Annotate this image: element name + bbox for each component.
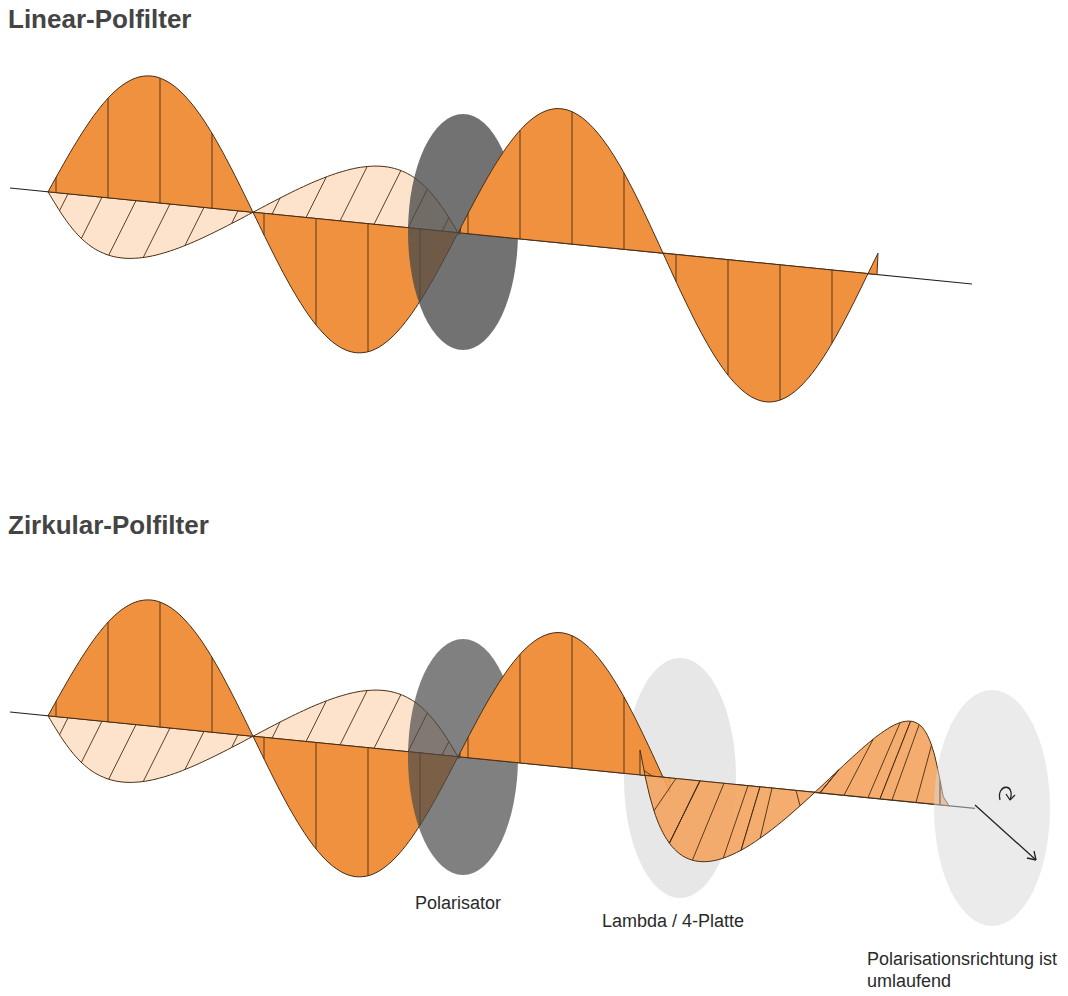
hatch-line: [624, 173, 625, 249]
hatch-line: [185, 207, 204, 245]
hatch-line: [264, 213, 265, 235]
hatch-line: [272, 722, 280, 738]
hatch-line: [264, 737, 265, 759]
hatch-line: [306, 701, 326, 742]
hatch-line: [832, 270, 833, 343]
hatch-line: [780, 265, 781, 400]
hatch-line: [160, 78, 161, 203]
section-heading: Zirkular-Polfilter: [8, 510, 209, 541]
hatch-line: [468, 213, 469, 233]
hatch-line: [368, 224, 369, 352]
hatch-line: [272, 198, 280, 214]
hatch-line: [572, 636, 573, 768]
section-heading: Linear-Polfilter: [8, 4, 191, 35]
rotating-wave: [880, 721, 940, 805]
hatch-line: [728, 260, 729, 375]
hatch-line: [692, 783, 724, 860]
hatch-line: [81, 721, 102, 762]
hatch-line: [60, 194, 68, 211]
vertical-wave-component: [48, 600, 460, 877]
hatch-line: [316, 219, 317, 325]
hatch-line: [374, 695, 401, 749]
hatch-line: [760, 788, 772, 838]
hatch-line: [340, 167, 367, 221]
hatch-line: [143, 204, 170, 258]
hatch-line: [109, 201, 136, 256]
hatch-line: [374, 171, 401, 225]
polarisation-vector: [975, 805, 1036, 860]
hatch-line: [520, 654, 521, 763]
rotating-wave: [669, 781, 760, 862]
wave-layer: [10, 76, 975, 877]
hatch-line: [572, 112, 573, 244]
hatch-line: [232, 735, 238, 748]
hatch-line: [56, 177, 57, 192]
hatch-line: [108, 622, 109, 722]
hatch-line: [316, 743, 317, 849]
hatch-line: [60, 718, 68, 735]
hatch-line: [820, 770, 839, 793]
hatch-line: [81, 197, 102, 238]
hatch-line: [644, 770, 652, 776]
hatch-line: [520, 130, 521, 239]
hatch-line: [916, 745, 932, 802]
hatch-line: [796, 790, 800, 805]
hatch-line: [56, 701, 57, 716]
hatch-line: [340, 691, 367, 745]
hatch-line: [232, 211, 238, 224]
hatch-line: [654, 778, 676, 810]
vertical-wave-component: [48, 76, 460, 353]
hatch-line: [844, 739, 873, 795]
hatch-line: [212, 657, 213, 732]
quarter-wave-plate: [624, 658, 736, 898]
output-label: Polarisationsrichtung ist umlaufend: [867, 949, 1063, 992]
component-label: Lambda / 4-Platte: [602, 911, 744, 932]
hatch-line: [624, 697, 625, 773]
output-plane-disc: [934, 690, 1050, 926]
hatch-line: [108, 98, 109, 198]
hatch-line: [669, 781, 700, 843]
hatch-line: [676, 254, 677, 281]
hatch-line: [892, 725, 919, 800]
hatch-line: [185, 731, 204, 769]
hatch-line: [160, 602, 161, 727]
component-label: Polarisator: [415, 893, 501, 914]
vector-arrowhead: [1027, 851, 1036, 860]
hatch-line: [109, 725, 136, 780]
rotating-wave: [741, 770, 839, 851]
hatch-line: [306, 177, 326, 218]
hatch-line: [723, 786, 748, 859]
hatch-line: [212, 133, 213, 208]
hatch-line: [868, 723, 900, 798]
wave-layer-front: [460, 109, 949, 862]
vertical-wave-component: [460, 633, 670, 793]
hatch-line: [468, 737, 469, 757]
vertical-wave-component: [460, 109, 878, 402]
hatch-line: [368, 748, 369, 876]
rotation-arrowhead: [1006, 794, 1015, 800]
hatch-line: [143, 728, 170, 782]
